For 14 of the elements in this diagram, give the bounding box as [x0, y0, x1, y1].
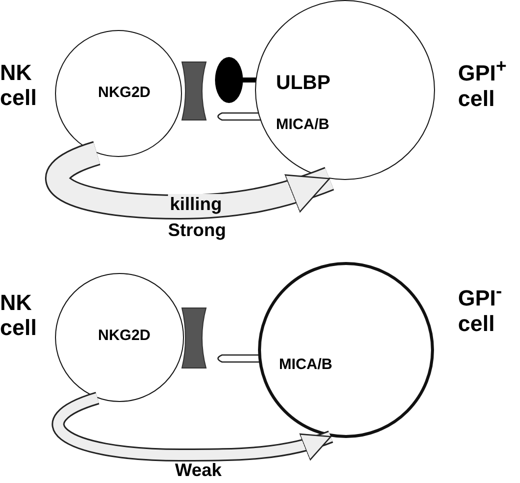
cell-type-label: GPI$^{-}$ cell — [458, 280, 504, 336]
cell-type-label: NK cell — [0, 60, 38, 111]
protein-label: ULBP — [276, 73, 330, 93]
curved-arrow — [52, 392, 333, 462]
protein-label: NKG2D — [98, 85, 151, 100]
edge-label: killing — [168, 194, 224, 215]
curved-arrow — [46, 141, 334, 220]
cell-type-label: NK cell — [0, 290, 38, 341]
protein-label: MICA/B — [279, 357, 332, 372]
cell-type-label: GPI$^{+}$ cell — [458, 55, 508, 111]
protein-label: NKG2D — [98, 328, 151, 343]
protein-label: MICA/B — [276, 117, 330, 132]
strength-label: Strong — [168, 220, 226, 241]
strength-label: Weak — [175, 460, 222, 481]
